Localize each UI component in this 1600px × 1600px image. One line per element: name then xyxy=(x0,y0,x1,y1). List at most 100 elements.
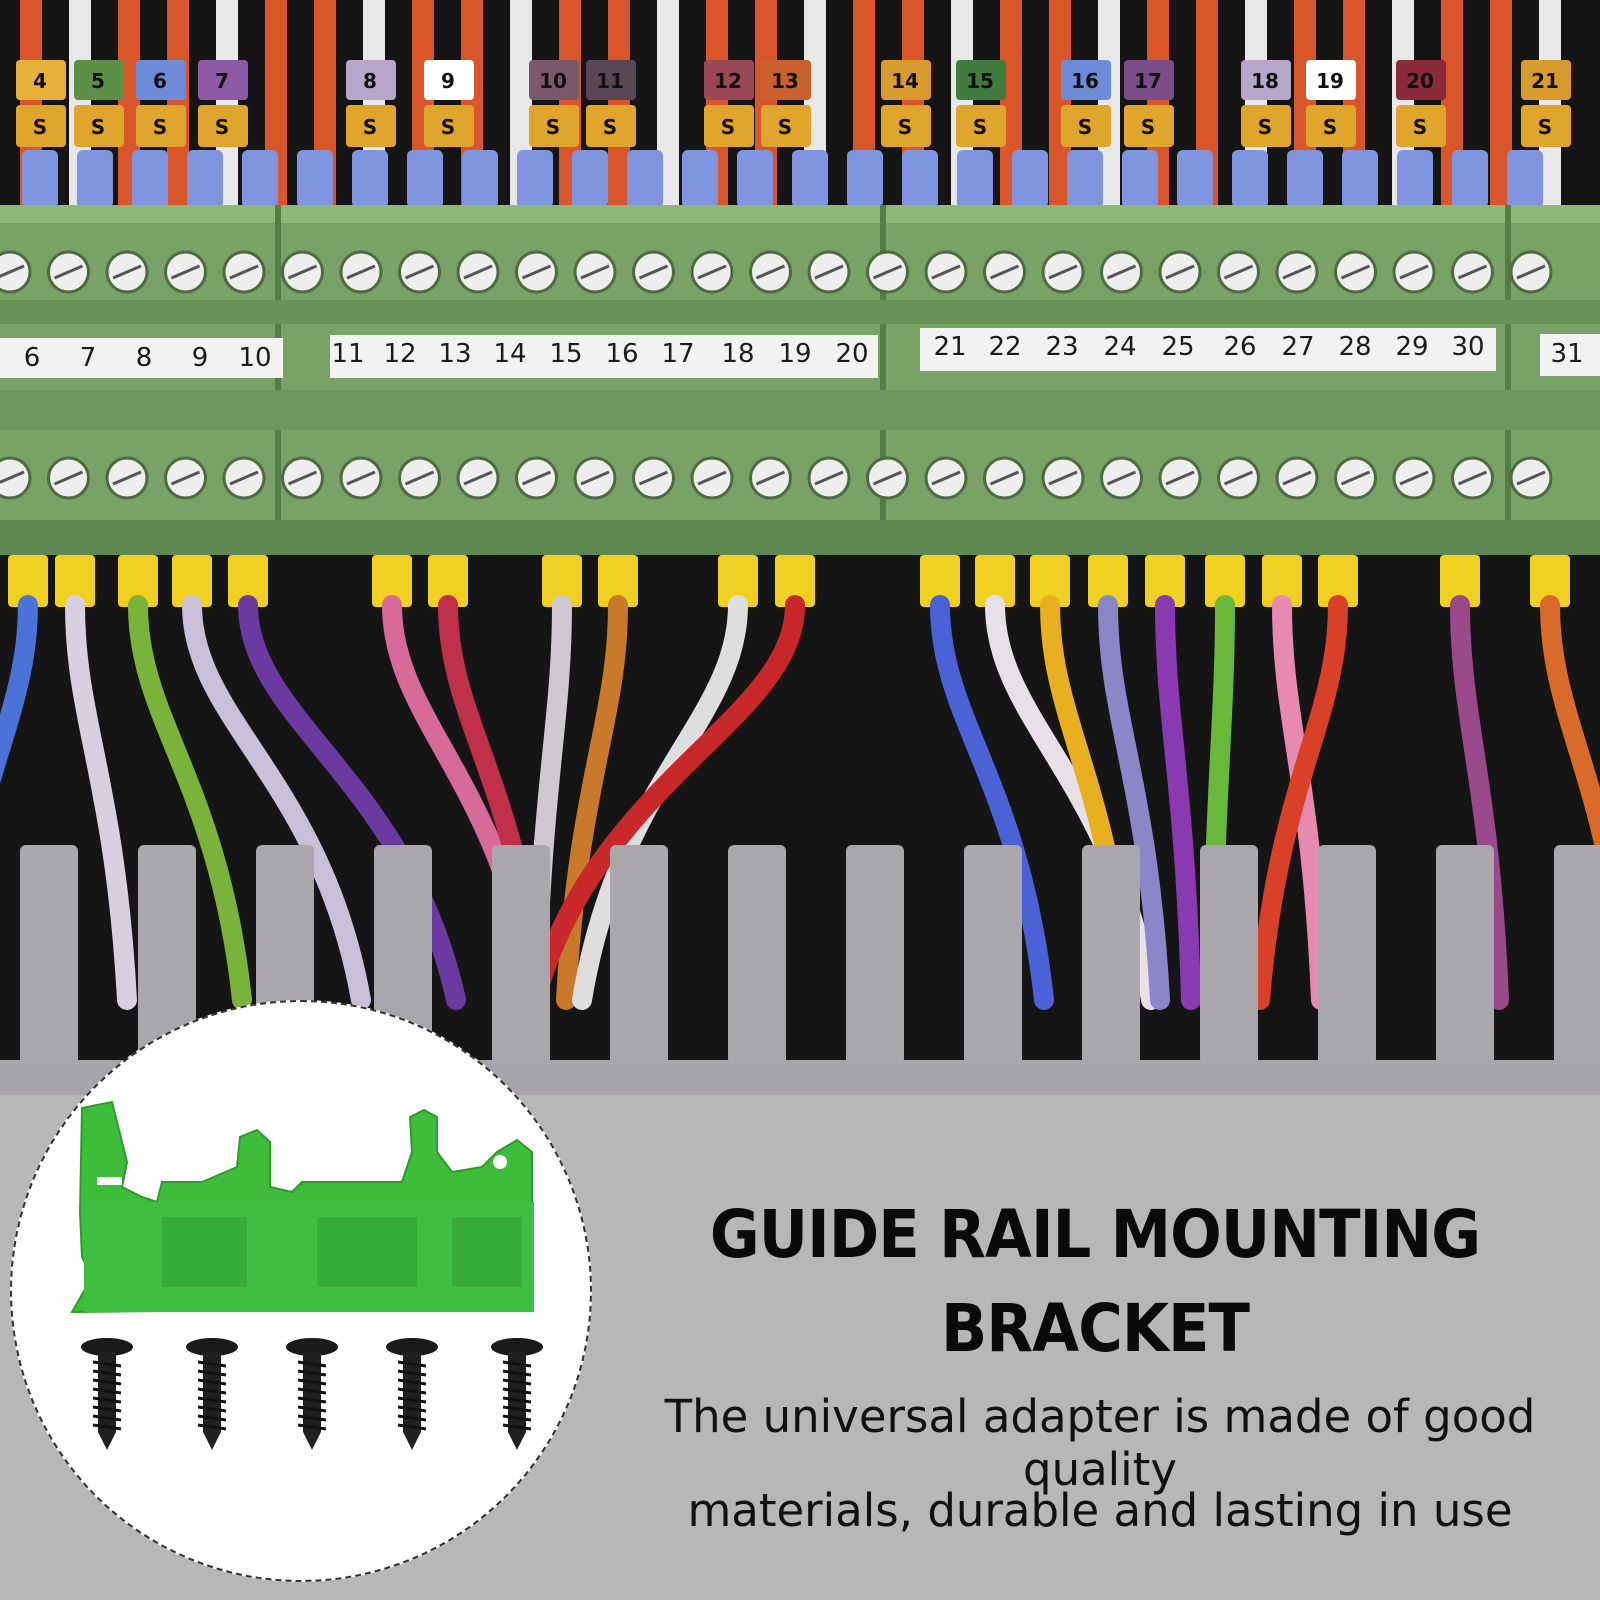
screw xyxy=(186,1338,238,1450)
blue-ferrule xyxy=(1122,150,1158,208)
yellow-ferrule xyxy=(55,555,95,607)
yellow-ferrule xyxy=(8,555,48,607)
wire-tag-number: 19 xyxy=(1316,69,1344,93)
terminal-scene: 4S5S6S7S8S9S10S11S12S13S14S15S16S17S18S1… xyxy=(0,0,1600,1095)
wire-tag-prefix: S xyxy=(1323,115,1337,139)
terminal-number: 25 xyxy=(1161,332,1194,362)
blue-ferrule xyxy=(22,150,58,208)
wire-tag: 10S xyxy=(529,60,579,147)
blue-ferrule xyxy=(902,150,938,208)
screw xyxy=(81,1338,133,1450)
wire-tag-number: 10 xyxy=(539,69,567,93)
yellow-ferrule xyxy=(1318,555,1358,607)
screw xyxy=(491,1338,543,1450)
yellow-ferrule xyxy=(920,555,960,607)
blue-ferrule xyxy=(187,150,223,208)
lower-wire xyxy=(1155,595,1201,1010)
blue-ferrule xyxy=(407,150,443,208)
blue-ferrule xyxy=(1012,150,1048,208)
bracket-product-image xyxy=(70,1100,543,1450)
lower-wire xyxy=(1250,595,1348,1010)
wire-tag-prefix: S xyxy=(1413,115,1427,139)
wire-tag-prefix: S xyxy=(441,115,455,139)
terminal-number: 27 xyxy=(1281,332,1314,362)
duct-finger xyxy=(1318,845,1376,1065)
wire-tag-number: 9 xyxy=(441,69,455,93)
wire-tags: 4S5S6S7S8S9S10S11S12S13S14S15S16S17S18S1… xyxy=(16,60,1571,147)
wire-tag: 6S xyxy=(136,60,186,147)
yellow-ferrule xyxy=(975,555,1015,607)
wire-tag-prefix: S xyxy=(1078,115,1092,139)
product-screws xyxy=(81,1338,543,1450)
yellow-ferrule xyxy=(428,555,468,607)
screws-bottom-row xyxy=(0,456,1553,500)
wire-tag-prefix: S xyxy=(603,115,617,139)
blue-ferrule xyxy=(242,150,278,208)
terminal-number: 22 xyxy=(988,332,1021,362)
duct-finger xyxy=(1200,845,1258,1065)
terminal-number: 28 xyxy=(1338,332,1371,362)
product-circle xyxy=(10,1000,592,1582)
duct-finger xyxy=(20,845,78,1065)
wire-tag-number: 11 xyxy=(596,69,624,93)
terminal-number: 23 xyxy=(1045,332,1078,362)
blue-ferrule xyxy=(737,150,773,208)
wire-tag-number: 16 xyxy=(1071,69,1099,93)
duct-finger xyxy=(964,845,1022,1065)
wire-tag-number: 20 xyxy=(1406,69,1434,93)
terminal-number: 31 xyxy=(1550,339,1583,369)
lower-wire xyxy=(1098,595,1170,1010)
blue-ferrule xyxy=(1342,150,1378,208)
yellow-ferrule xyxy=(1088,555,1128,607)
wire-tag-number: 13 xyxy=(771,69,799,93)
wire-tag: 8S xyxy=(346,60,396,147)
duct-finger xyxy=(1436,845,1494,1065)
blue-ferrule xyxy=(847,150,883,208)
headline-line-2: BRACKET xyxy=(940,1290,1250,1367)
terminal-number: 8 xyxy=(136,343,153,373)
terminal-number: 12 xyxy=(383,339,416,369)
wire-tag: 4S xyxy=(16,60,66,147)
screws-top-row xyxy=(0,250,1553,294)
wire-tag: 18S xyxy=(1241,60,1291,147)
terminal-number: 11 xyxy=(331,339,364,369)
wire-tag-number: 5 xyxy=(91,69,105,93)
blue-ferrule xyxy=(1177,150,1213,208)
wire-tag-prefix: S xyxy=(1258,115,1272,139)
bracket-hole xyxy=(493,1155,507,1169)
terminal-number: 20 xyxy=(835,339,868,369)
wire-tag: 11S xyxy=(586,60,636,147)
lower-wire xyxy=(930,595,1054,1010)
yellow-ferrule xyxy=(172,555,212,607)
wire-tag-number: 8 xyxy=(363,69,377,93)
yellow-ferrule xyxy=(1440,555,1480,607)
wire-tag-prefix: S xyxy=(546,115,560,139)
terminal-number: 9 xyxy=(192,343,209,373)
wire-tag-number: 15 xyxy=(966,69,994,93)
yellow-ferrule xyxy=(118,555,158,607)
top-wire xyxy=(1049,0,1071,210)
lower-wire xyxy=(1540,595,1600,872)
blue-ferrules xyxy=(22,150,1543,208)
screw xyxy=(386,1338,438,1450)
wire-tag-prefix: S xyxy=(1141,115,1155,139)
yellow-ferrule xyxy=(1030,555,1070,607)
wire-tag-prefix: S xyxy=(153,115,167,139)
wire-tag: 17S xyxy=(1124,60,1174,147)
blue-ferrule xyxy=(1067,150,1103,208)
duct-finger xyxy=(374,845,432,1065)
wire-tag: 12S xyxy=(704,60,754,147)
terminal-number: 7 xyxy=(80,343,97,373)
yellow-ferrules xyxy=(8,555,1570,607)
duct-finger xyxy=(1082,845,1140,1065)
terminal-number: 18 xyxy=(721,339,754,369)
wire-tag-number: 12 xyxy=(714,69,742,93)
wire-tag-prefix: S xyxy=(1538,115,1552,139)
wire-tag: 19S xyxy=(1306,60,1356,147)
duct-finger xyxy=(610,845,668,1065)
lower-wire xyxy=(525,595,805,1010)
duct-finger xyxy=(138,845,196,1065)
lower-wire xyxy=(0,595,38,784)
duct-finger xyxy=(1554,845,1600,1065)
wire-tag-number: 21 xyxy=(1531,69,1559,93)
